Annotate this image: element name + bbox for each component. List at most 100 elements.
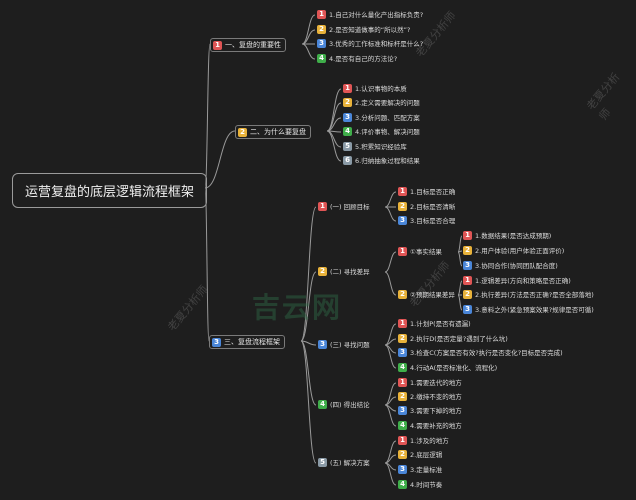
root-title: 运营复盘的底层逻辑流程框架 bbox=[25, 185, 195, 200]
number-badge-icon: 4 bbox=[317, 53, 326, 63]
number-badge-icon: 1 bbox=[463, 230, 472, 240]
framework-step-item-label: 4.时间节奏 bbox=[410, 481, 443, 489]
section-why-item-label: 5.积累知识经验库 bbox=[355, 143, 407, 151]
framework-step[interactable]: 3(三) 寻找问题 bbox=[318, 339, 370, 349]
number-badge-icon: 5 bbox=[343, 141, 352, 151]
section-framework-label: 三、复盘流程框架 bbox=[224, 338, 280, 346]
number-badge-icon: 3 bbox=[463, 304, 472, 314]
connector-root-section3 bbox=[204, 187, 210, 342]
framework-step-label: (四) 得出结论 bbox=[330, 401, 370, 409]
number-badge-icon: 1 bbox=[463, 275, 472, 285]
framework-step-item-label: 2.目标是否清晰 bbox=[410, 203, 456, 211]
number-badge-icon: 3 bbox=[463, 260, 472, 270]
section-why-item-label: 6.归纳抽象过程和结果 bbox=[355, 157, 420, 165]
connector-step-group bbox=[384, 251, 397, 273]
root-node[interactable]: 运营复盘的底层逻辑流程框架 bbox=[12, 173, 208, 208]
number-badge-icon: 2 bbox=[398, 449, 407, 459]
framework-step-item-label: 1.需要迭代的地方 bbox=[410, 379, 462, 387]
number-badge-icon: 5 bbox=[318, 457, 327, 467]
framework-group-item-label: 1.数据结果(是否达成预期) bbox=[475, 232, 552, 240]
framework-step-item-label: 3.需要下掉的地方 bbox=[410, 407, 462, 415]
connector-s1-item bbox=[301, 43, 316, 60]
number-badge-icon: 2 bbox=[463, 289, 472, 299]
number-badge-icon: 1 bbox=[343, 83, 352, 93]
connector-step-item bbox=[384, 344, 397, 369]
connector-group-item bbox=[457, 251, 463, 267]
connector-s3-sub bbox=[300, 271, 317, 342]
number-badge-icon: 2 bbox=[463, 245, 472, 255]
section-importance-item-label: 4.是否有自己的方法论? bbox=[329, 55, 398, 63]
number-badge-icon: 2 bbox=[238, 127, 247, 137]
number-badge-icon: 3 bbox=[398, 405, 407, 415]
framework-step[interactable]: 4(四) 得出结论 bbox=[318, 399, 370, 409]
number-badge-icon: 3 bbox=[398, 347, 407, 357]
framework-group-label: ②预期结果差异 bbox=[410, 291, 455, 299]
framework-step-item-label: 1.涉及的地方 bbox=[410, 437, 449, 445]
number-badge-icon: 3 bbox=[343, 112, 352, 122]
framework-step-item-label: 4.行动A(是否标准化、流程化) bbox=[410, 364, 498, 372]
number-badge-icon: 2 bbox=[398, 201, 407, 211]
framework-step[interactable]: 5(五) 解决方案 bbox=[318, 457, 370, 467]
framework-group-item-label: 2.用户体验(用户体验正面评价) bbox=[475, 247, 565, 255]
framework-step[interactable]: 1(一) 回顾目标 bbox=[318, 201, 370, 211]
connector-root-section1 bbox=[204, 43, 211, 189]
number-badge-icon: 4 bbox=[343, 126, 352, 136]
section-why-item-label: 2.定义需要解决的问题 bbox=[355, 99, 420, 107]
framework-step[interactable]: 2(二) 寻找差异 bbox=[318, 266, 370, 276]
connector-group-item bbox=[457, 235, 463, 253]
number-badge-icon: 3 bbox=[212, 337, 221, 347]
section-why-label: 二、为什么要复盘 bbox=[250, 128, 306, 136]
number-badge-icon: 4 bbox=[398, 362, 407, 372]
connector-root-section2 bbox=[204, 130, 236, 189]
framework-step-label: (二) 寻找差异 bbox=[330, 268, 370, 276]
number-badge-icon: 1 bbox=[213, 40, 222, 50]
number-badge-icon: 2 bbox=[318, 266, 327, 276]
number-badge-icon: 2 bbox=[343, 97, 352, 107]
number-badge-icon: 3 bbox=[398, 464, 407, 474]
number-badge-icon: 3 bbox=[318, 339, 327, 349]
framework-step-item-label: 1.计划P(是否有遗漏) bbox=[410, 320, 471, 328]
framework-step-item-label: 2.执行D(是否定量?遇到了什么坑) bbox=[410, 335, 508, 343]
connector-s3-sub bbox=[300, 340, 317, 464]
framework-group-item-label: 1.逻辑差异(方向和策略是否正确) bbox=[475, 277, 571, 285]
connector-group-item bbox=[457, 294, 463, 311]
connector-s1-item bbox=[301, 14, 316, 45]
